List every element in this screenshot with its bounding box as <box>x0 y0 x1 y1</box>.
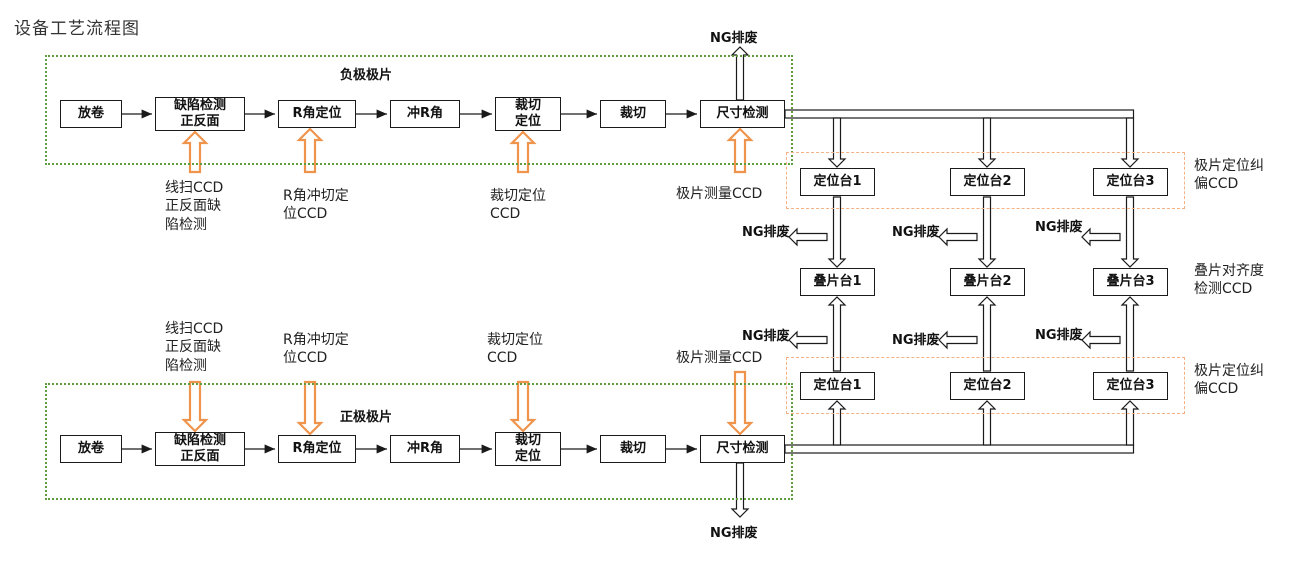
node-defect-check-pos: 缺陷检测 正反面 <box>155 432 245 466</box>
positive-section-box <box>45 383 793 500</box>
connector-tube-up <box>977 296 997 372</box>
ccd-label-measure-pos: 极片测量CCD <box>676 350 763 366</box>
connector-tube-down <box>977 117 997 168</box>
node-cut-neg: 裁切 <box>600 100 666 128</box>
positioning-table-top-2: 定位台2 <box>950 168 1025 196</box>
positioning-table-top-3: 定位台3 <box>1093 168 1168 196</box>
ccd-label-linescan-pos: 线扫CCD 正反面缺 陷检测 <box>165 321 224 374</box>
positioning-table-bottom-1: 定位台1 <box>800 372 875 400</box>
negative-section-box <box>45 55 793 165</box>
negative-section-label: 负极极片 <box>340 68 393 83</box>
node-unwind-neg: 放卷 <box>60 100 122 128</box>
connector-tube-up <box>827 400 847 446</box>
ccd-label-measure-neg: 极片测量CCD <box>676 186 763 202</box>
ng-label-mid: NG排废 <box>1035 328 1083 343</box>
connector-tube-down <box>1120 117 1140 168</box>
ng-label-mid: NG排废 <box>742 329 790 344</box>
connector-tube-up <box>1120 400 1140 446</box>
ccd-arrow-down <box>726 370 754 436</box>
ccd-arrow-down <box>509 380 537 433</box>
stacking-ccd-label: 叠片对齐度 检测CCD <box>1194 263 1264 298</box>
ccd-arrow-up <box>296 127 324 174</box>
pipe-top <box>784 109 1135 119</box>
node-r-corner-punch-neg: 冲R角 <box>390 100 460 128</box>
ng-label-mid: NG排废 <box>892 333 940 348</box>
ccd-arrow-up <box>726 127 754 174</box>
ng-label-mid: NG排废 <box>892 225 940 240</box>
ccd-label-rcorner-neg: R角冲切定 位CCD <box>283 188 349 223</box>
ng-discharge-arrow-left <box>938 330 978 350</box>
node-unwind-pos: 放卷 <box>60 435 122 463</box>
node-r-corner-align-pos: R角定位 <box>278 435 356 463</box>
page-title: 设备工艺流程图 <box>14 19 140 39</box>
positive-section-label: 正极极片 <box>340 410 393 425</box>
connector-tube-up <box>1120 296 1140 372</box>
ccd-arrow-down <box>181 380 209 433</box>
ccd-label-cut-pos: 裁切定位 CCD <box>487 332 543 367</box>
connector-tube-up <box>827 296 847 372</box>
connector-tube-down <box>827 196 847 268</box>
ng-discharge-arrow-left <box>788 227 828 247</box>
positioning-top-ccd-box <box>786 152 1185 209</box>
ng-label-top: NG排废 <box>710 31 758 46</box>
ccd-arrow-up <box>181 130 209 174</box>
positioning-table-bottom-3: 定位台3 <box>1093 372 1168 400</box>
pipe-bottom <box>784 444 1135 454</box>
positioning-bottom-ccd-label: 极片定位纠 偏CCD <box>1194 363 1264 398</box>
node-size-check-pos: 尺寸检测 <box>700 435 785 463</box>
ccd-label-cut-neg: 裁切定位 CCD <box>490 188 546 223</box>
connector-tube-up <box>977 400 997 446</box>
ng-discharge-arrow-left <box>1081 227 1121 247</box>
ccd-arrow-up <box>509 130 537 174</box>
ng-label-mid: NG排废 <box>742 225 790 240</box>
positioning-bottom-ccd-box <box>786 357 1185 414</box>
ccd-arrow-down <box>296 380 324 436</box>
ng-discharge-arrow-down <box>730 462 750 518</box>
connector-tube-down <box>977 196 997 268</box>
node-r-corner-punch-pos: 冲R角 <box>390 435 460 463</box>
ng-label-bottom: NG排废 <box>710 526 758 541</box>
ng-discharge-arrow-left <box>788 330 828 350</box>
ng-label-mid: NG排废 <box>1035 220 1083 235</box>
ccd-label-rcorner-pos: R角冲切定 位CCD <box>283 332 349 367</box>
ng-discharge-arrow-left <box>938 227 978 247</box>
stacking-table-3: 叠片台3 <box>1093 268 1168 296</box>
node-cut-align-neg: 裁切 定位 <box>495 97 561 131</box>
stacking-table-2: 叠片台2 <box>950 268 1025 296</box>
node-r-corner-align-neg: R角定位 <box>278 100 356 128</box>
connector-tube-down <box>827 117 847 168</box>
stacking-table-1: 叠片台1 <box>800 268 875 296</box>
ccd-label-linescan-neg: 线扫CCD 正反面缺 陷检测 <box>165 180 224 233</box>
positioning-table-top-1: 定位台1 <box>800 168 875 196</box>
positioning-table-bottom-2: 定位台2 <box>950 372 1025 400</box>
positioning-top-ccd-label: 极片定位纠 偏CCD <box>1194 158 1264 193</box>
node-cut-pos: 裁切 <box>600 435 666 463</box>
ng-discharge-arrow-left <box>1081 330 1121 350</box>
connector-tube-down <box>1120 196 1140 268</box>
node-size-check-neg: 尺寸检测 <box>700 100 785 128</box>
node-cut-align-pos: 裁切 定位 <box>495 432 561 466</box>
node-defect-check-neg: 缺陷检测 正反面 <box>155 97 245 131</box>
